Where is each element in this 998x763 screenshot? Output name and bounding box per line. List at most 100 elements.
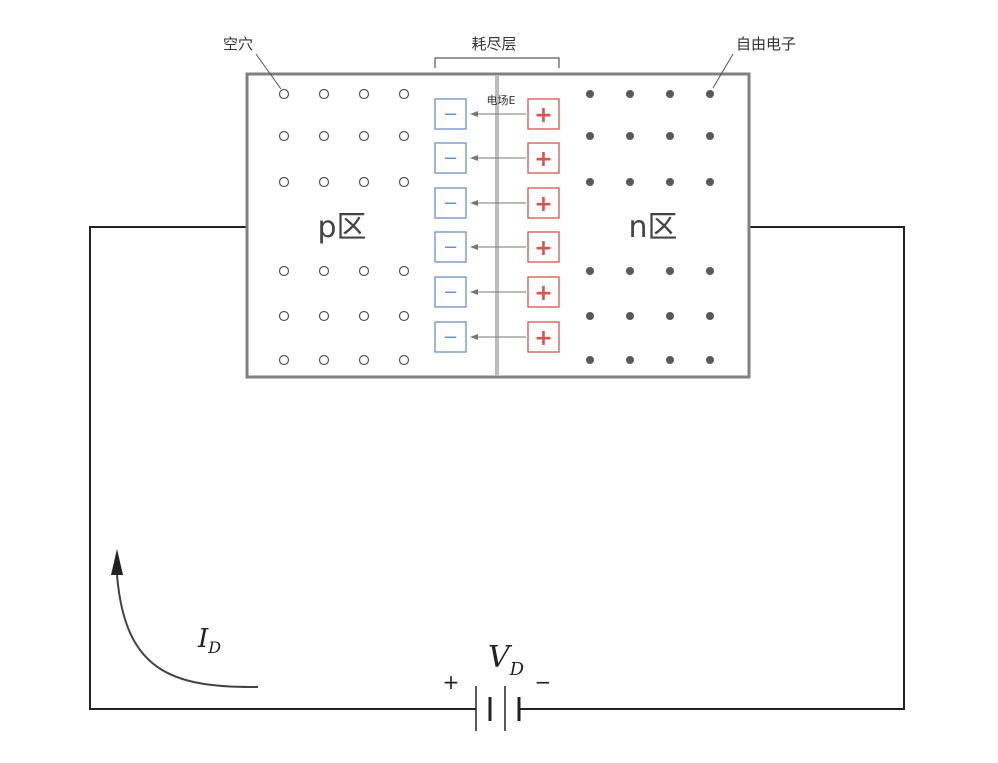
hole-carrier <box>318 88 330 100</box>
negative-ion-box <box>434 276 467 308</box>
n-region-label: n区 <box>628 210 677 245</box>
hole-carrier <box>318 354 330 366</box>
field-arrows-group <box>470 111 526 340</box>
negative-ion-box <box>434 142 467 174</box>
hole-carrier <box>398 354 410 366</box>
free-electron <box>706 267 714 275</box>
free-electron <box>666 90 674 98</box>
positive-ion-sign: + <box>534 147 552 172</box>
free-electron <box>706 312 714 320</box>
negative-ion-sign: − <box>443 193 458 214</box>
current-arrowhead <box>111 549 123 575</box>
negative-ion-sign: − <box>443 327 458 348</box>
negative-ion-box <box>434 231 467 263</box>
field-arrowhead <box>470 155 478 161</box>
positive-ion-sign: + <box>534 326 552 351</box>
hole-carrier <box>278 130 290 142</box>
positive-ion-box <box>527 142 560 174</box>
depletion-label: 耗尽层 <box>471 35 516 53</box>
positive-ion-sign: + <box>534 103 552 128</box>
free-electron <box>706 178 714 186</box>
electron-leader-line <box>712 53 734 89</box>
positive-ion-sign: + <box>534 192 552 217</box>
free-electron <box>626 312 634 320</box>
hole-carrier <box>358 310 370 322</box>
field-arrowhead <box>470 334 478 340</box>
hole-carrier <box>398 310 410 322</box>
hole-carrier <box>318 176 330 188</box>
current-arrow-curve <box>116 574 259 689</box>
field-arrowhead <box>470 200 478 206</box>
positive-ion-box <box>527 187 560 219</box>
holes-group <box>278 88 410 366</box>
negative-ion-box <box>434 187 467 219</box>
ions-group: − + − + − + − + − + − + <box>434 98 560 353</box>
current-sub: D <box>207 638 221 657</box>
free-electron <box>706 90 714 98</box>
hole-carrier <box>358 176 370 188</box>
positive-ion-box <box>527 231 560 263</box>
hole-carrier <box>398 88 410 100</box>
battery-minus-label: − <box>535 670 552 694</box>
free-electron <box>626 90 634 98</box>
battery-symbol <box>475 686 521 731</box>
hole-carrier <box>318 265 330 277</box>
electrons-group <box>586 90 714 364</box>
free-electron <box>586 178 594 186</box>
hole-carrier <box>278 354 290 366</box>
hole-carrier <box>278 176 290 188</box>
field-label: 电场E <box>487 93 516 107</box>
positive-ion-sign: + <box>534 236 552 261</box>
free-electron <box>586 312 594 320</box>
free-electron <box>666 267 674 275</box>
field-arrowhead <box>470 289 478 295</box>
hole-carrier <box>358 354 370 366</box>
hole-carrier <box>358 265 370 277</box>
battery-plus-label: + <box>443 670 460 694</box>
hole-carrier <box>278 265 290 277</box>
current-main: I <box>197 624 209 654</box>
current-label: ID <box>197 624 221 657</box>
depletion-bracket <box>434 57 560 68</box>
circuit-wire-right <box>519 226 905 710</box>
hole-carrier <box>318 130 330 142</box>
positive-ion-sign: + <box>534 281 552 306</box>
p-region-label: p区 <box>317 210 366 245</box>
positive-ion-box <box>527 98 560 130</box>
free-electron <box>706 132 714 140</box>
free-electron <box>626 132 634 140</box>
free-electron <box>666 178 674 186</box>
free-electron <box>666 312 674 320</box>
voltage-label: VD <box>488 640 525 680</box>
negative-ion-box <box>434 321 467 353</box>
free-electron <box>586 356 594 364</box>
hole-carrier <box>398 265 410 277</box>
hole-carrier <box>398 176 410 188</box>
free-electron <box>586 267 594 275</box>
negative-ion-sign: − <box>443 237 458 258</box>
hole-carrier <box>398 130 410 142</box>
free-electron <box>706 356 714 364</box>
free-electron <box>666 132 674 140</box>
hole-carrier <box>318 310 330 322</box>
hole-leader-line <box>255 53 282 90</box>
free-electron <box>626 178 634 186</box>
hole-label: 空穴 <box>223 35 253 53</box>
positive-ion-box <box>527 321 560 353</box>
field-arrowhead <box>470 111 478 117</box>
voltage-main: V <box>488 640 513 675</box>
hole-carrier <box>278 88 290 100</box>
negative-ion-sign: − <box>443 104 458 125</box>
free-electron <box>626 356 634 364</box>
hole-carrier <box>278 310 290 322</box>
hole-carrier <box>358 88 370 100</box>
field-arrowhead <box>470 244 478 250</box>
negative-ion-sign: − <box>443 148 458 169</box>
negative-ion-sign: − <box>443 282 458 303</box>
free-electron <box>586 132 594 140</box>
hole-carrier <box>358 130 370 142</box>
positive-ion-box <box>527 276 560 308</box>
circuit-wire-left <box>89 226 476 710</box>
negative-ion-box <box>434 98 467 130</box>
